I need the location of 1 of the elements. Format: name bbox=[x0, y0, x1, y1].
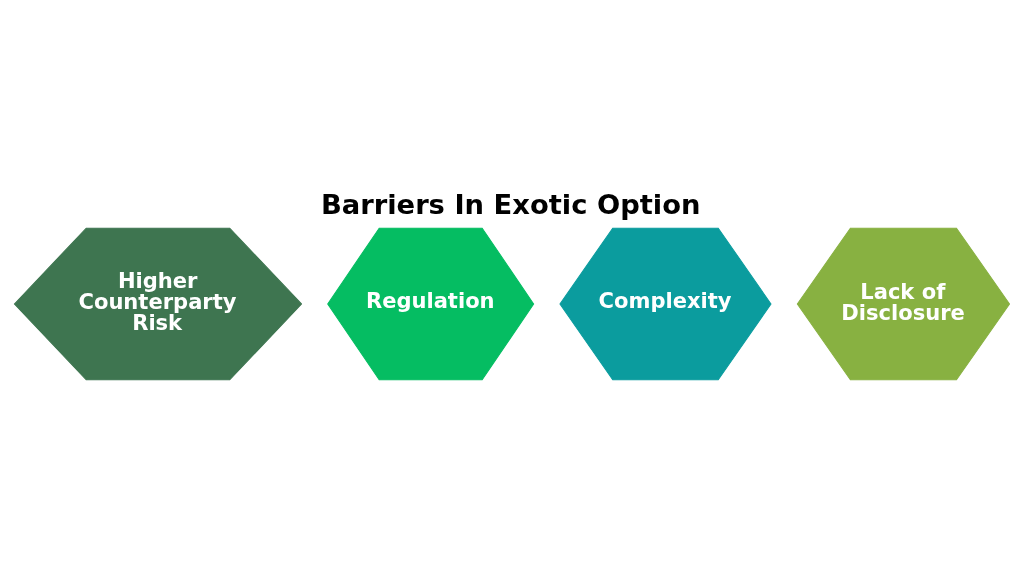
diagram-title: Barriers In Exotic Option bbox=[320, 189, 701, 221]
